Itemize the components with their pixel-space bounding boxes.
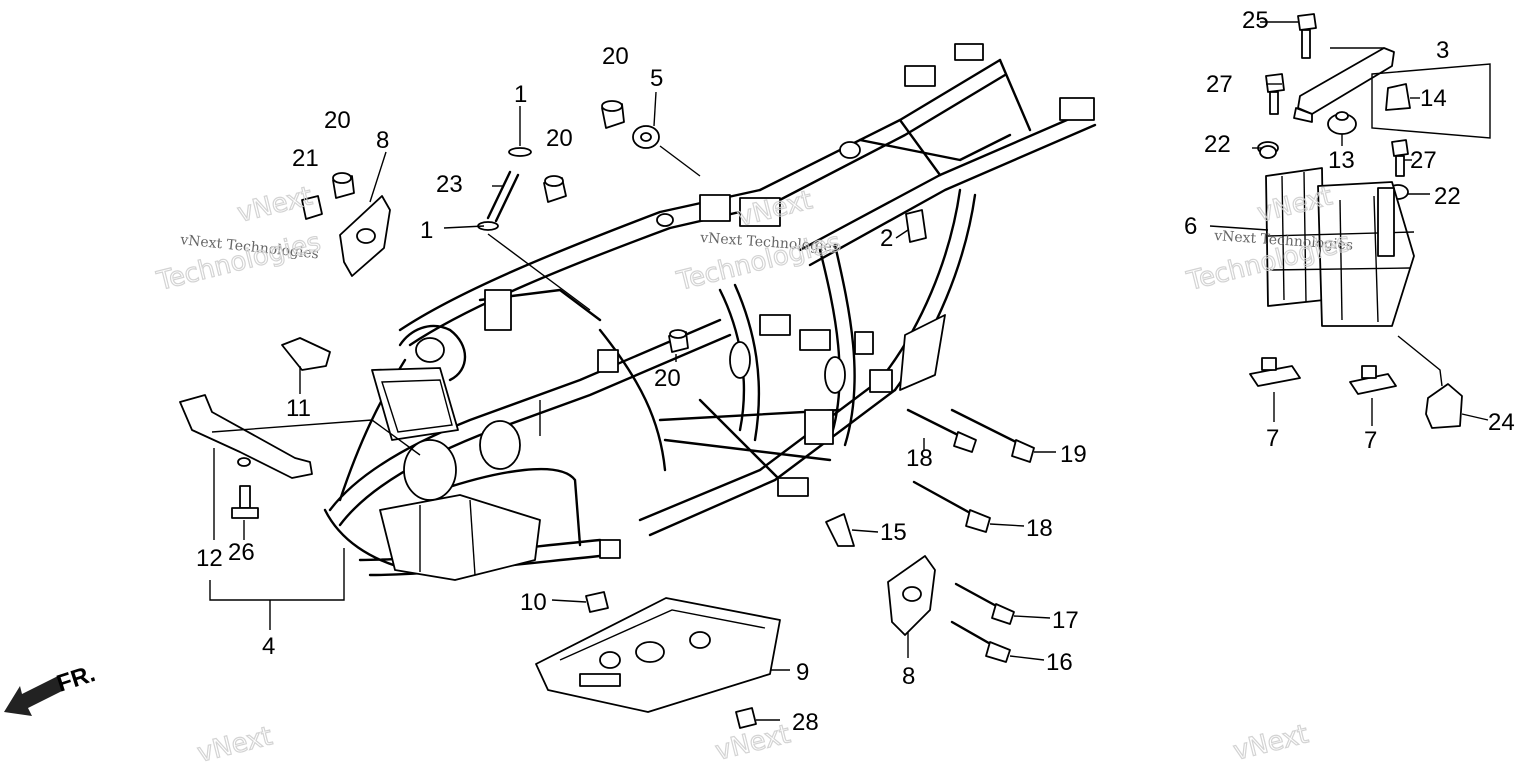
callout-number: 2 xyxy=(880,225,893,252)
callout-number: 27 xyxy=(1410,147,1437,174)
bolt-part-17 xyxy=(954,582,1015,625)
watermark-brand-bottom-left: vNext xyxy=(194,721,275,768)
callout-number: 5 xyxy=(650,65,663,92)
clamp-part-24 xyxy=(1425,383,1463,429)
rubber-part-13 xyxy=(1327,111,1357,135)
collar-part-5 xyxy=(632,125,660,149)
inset-box-part-14 xyxy=(1371,63,1491,139)
callout-number: 18 xyxy=(1026,515,1053,542)
callout-number: 18 xyxy=(906,445,933,472)
tag-part-15 xyxy=(825,513,855,547)
callout-number: 7 xyxy=(1266,425,1279,452)
callout-number: 24 xyxy=(1488,409,1515,436)
callout-number: 8 xyxy=(902,663,915,690)
clip-part-1-top xyxy=(508,147,532,157)
nut-part-21 xyxy=(301,195,323,220)
callout-number: 26 xyxy=(228,539,255,566)
callout-number: 21 xyxy=(292,145,319,172)
rod-part-23 xyxy=(486,170,520,223)
callout-number: 12 xyxy=(196,545,223,572)
bolt-part-19 xyxy=(950,408,1035,463)
bracket-part-3 xyxy=(1293,47,1395,123)
bolt-part-27-top xyxy=(1265,73,1285,115)
plate-part-8-bottom xyxy=(887,555,936,636)
callout-number: 22 xyxy=(1434,183,1461,210)
callout-number: 10 xyxy=(520,589,547,616)
watermark-brand-bottom-center: vNext xyxy=(712,719,793,766)
bolt-part-26 xyxy=(231,485,259,519)
collar-part-20-top xyxy=(601,100,625,129)
collar-part-20-mid xyxy=(543,175,567,203)
grommet-part-22-left xyxy=(1257,141,1279,159)
main-frame-body xyxy=(323,43,1097,581)
bolt-part-18-upper xyxy=(906,408,977,453)
bolt-part-16 xyxy=(950,620,1011,663)
cushion-part-14 xyxy=(1385,83,1411,111)
callout-number: 4 xyxy=(262,633,275,660)
cap-part-2 xyxy=(905,209,927,243)
callout-number: 25 xyxy=(1242,7,1269,34)
bolt-part-25 xyxy=(1297,13,1317,59)
front-arrow-icon xyxy=(4,676,64,716)
collar-part-20-center xyxy=(668,329,689,353)
callout-number: 3 xyxy=(1436,37,1449,64)
collar-part-20-left xyxy=(332,172,355,199)
watermark-brand-left: vNext xyxy=(234,181,315,228)
callout-number: 14 xyxy=(1420,85,1447,112)
callout-number: 15 xyxy=(880,519,907,546)
callout-number: 20 xyxy=(324,107,351,134)
watermark-brand-bottom-right: vNext xyxy=(1230,719,1311,766)
bracket-part-7-left xyxy=(1249,357,1301,387)
skid-plate-part-9 xyxy=(535,597,781,713)
clip-part-11 xyxy=(281,337,331,371)
callout-number: 8 xyxy=(376,127,389,154)
callout-number: 22 xyxy=(1204,131,1231,158)
callout-number: 9 xyxy=(796,659,809,686)
callout-numbers: 1 1 2 3 4 5 6 7 7 8 8 9 10 11 12 13 14 1… xyxy=(196,7,1515,736)
direction-label: FR. xyxy=(54,660,99,698)
front-direction-indicator: FR. xyxy=(4,660,99,716)
bracket-part-12 xyxy=(179,394,313,479)
nut-part-10 xyxy=(585,591,609,613)
bolt-part-27-right xyxy=(1391,139,1409,177)
leader-lines xyxy=(209,21,1489,721)
callout-number: 11 xyxy=(286,395,311,422)
plate-part-8-left xyxy=(339,195,391,277)
callout-number: 1 xyxy=(420,217,433,244)
callout-number: 7 xyxy=(1364,427,1377,454)
bolt-part-18-lower xyxy=(912,480,991,533)
callout-number: 28 xyxy=(792,709,819,736)
callout-number: 20 xyxy=(602,43,629,70)
callout-number: 6 xyxy=(1184,213,1197,240)
callout-number: 20 xyxy=(654,365,681,392)
callout-number: 17 xyxy=(1052,607,1079,634)
callout-number: 27 xyxy=(1206,71,1233,98)
callout-number: 13 xyxy=(1328,147,1355,174)
watermarks: vNext Technologies Technologies vNext vN… xyxy=(153,181,1354,770)
bracket-part-7-right xyxy=(1349,365,1397,395)
bolt-part-28 xyxy=(735,707,757,729)
carrier-bracket-part-6 xyxy=(1265,167,1415,327)
callout-number: 1 xyxy=(514,81,527,108)
callout-number: 20 xyxy=(546,125,573,152)
callout-number: 16 xyxy=(1046,649,1073,676)
callout-number: 19 xyxy=(1060,441,1087,468)
callout-number: 23 xyxy=(436,171,463,198)
